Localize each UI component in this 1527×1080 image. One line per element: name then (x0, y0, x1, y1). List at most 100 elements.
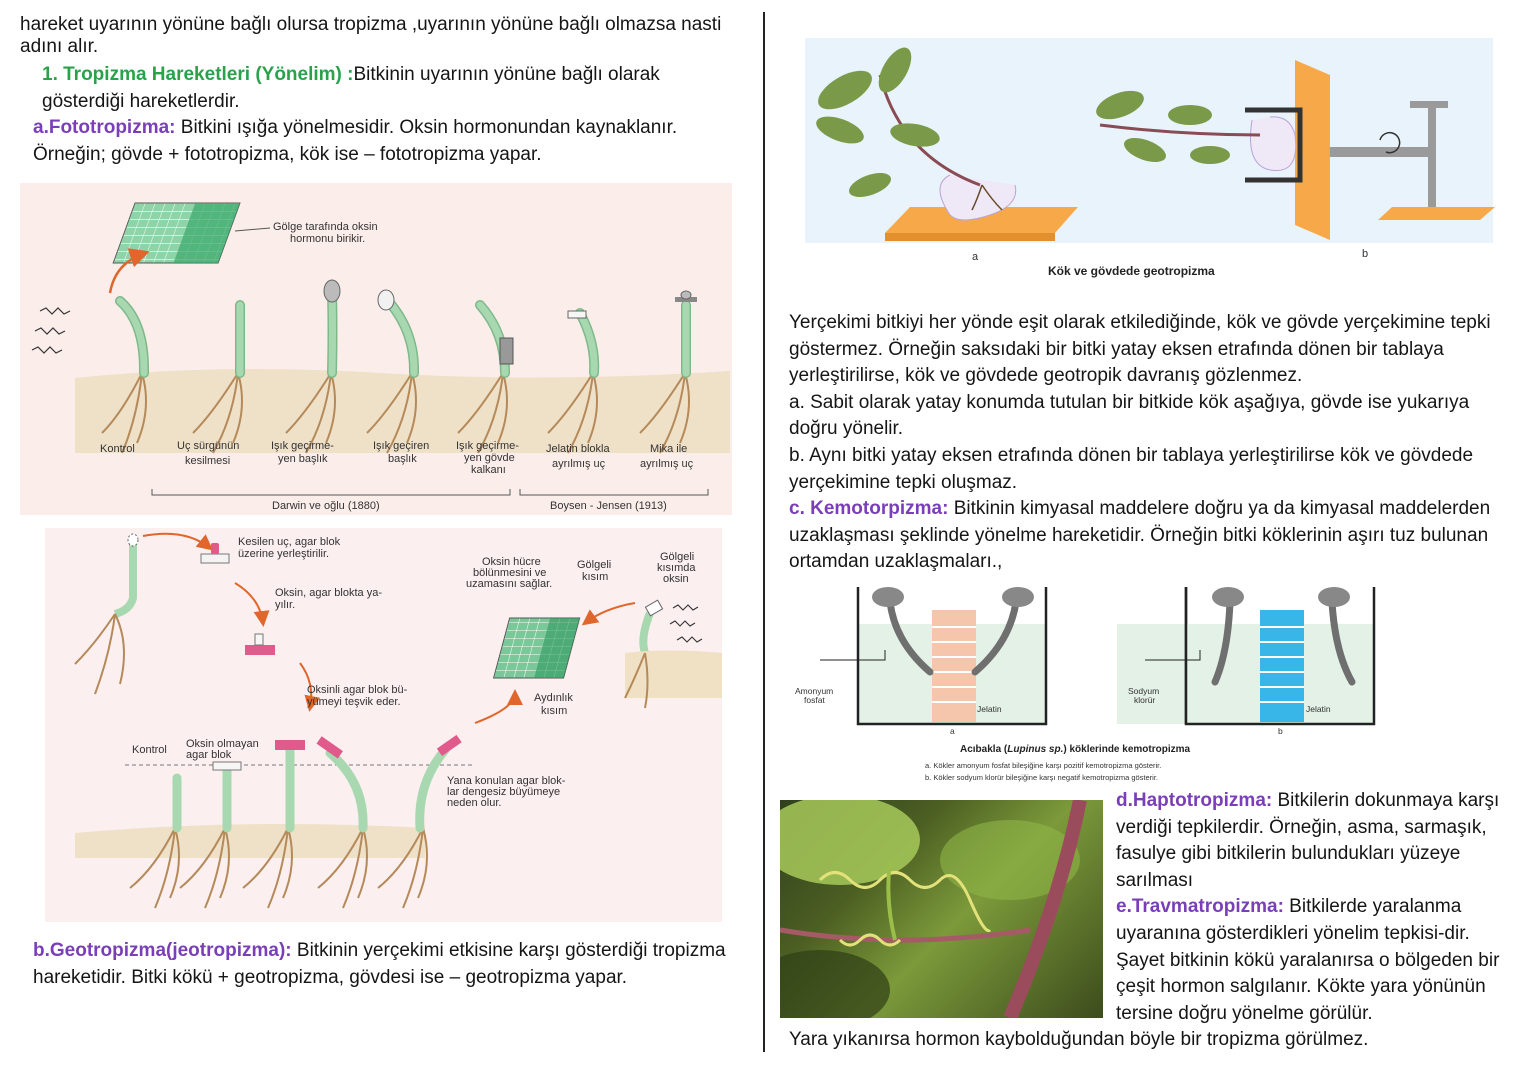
chemotropism-diagram-b: Sodyum klorür Jelatin b (1128, 587, 1376, 736)
tendril-photo (780, 800, 1103, 1018)
svg-text:Işık geçirme-: Işık geçirme- (456, 440, 519, 452)
clear-cap-icon (377, 289, 395, 311)
svg-text:Oksin, agar blokta ya-: Oksin, agar blokta ya- (275, 587, 382, 599)
intro-paragraph: hareket uyarının yönüne bağlı olursa tro… (20, 14, 740, 58)
gel-label-a: Jelatin (977, 704, 1002, 714)
agar-block-figure: Kesilen uç, agar blok üzerine yerleştiri… (45, 528, 722, 922)
tendril-illustration (780, 800, 1087, 1018)
leaves-a (816, 47, 940, 198)
auxin-agar-icon (245, 645, 275, 655)
gelatin-block-icon (567, 310, 587, 319)
svg-text:Amonyum: Amonyum (795, 686, 833, 696)
cell-elongation-grid (492, 617, 581, 679)
svg-text:Mika ile: Mika ile (650, 443, 687, 455)
agar-block-icon (200, 553, 230, 564)
leaves-b (1096, 90, 1230, 164)
svg-text:Işık geçiren: Işık geçiren (373, 440, 429, 452)
shade-callout-line2: hormonu birikir. (290, 233, 365, 245)
haptotropism-heading: d.Haptotropizma: (1116, 790, 1273, 811)
chemotropism-heading: c. Kemotorpizma: (789, 498, 949, 520)
svg-text:Jelatin blokla: Jelatin blokla (546, 443, 610, 455)
label-a: a (972, 251, 979, 263)
svg-text:Kontrol: Kontrol (132, 744, 167, 756)
geotropism-diagram: a b Kök ve gövdede geotropizma (805, 38, 1495, 278)
label-b: b (1362, 248, 1368, 260)
wound-paragraph: Yara yıkanırsa hormon kaybolduğundan böy… (789, 1027, 1509, 1054)
svg-text:Işık geçirme-: Işık geçirme- (271, 440, 334, 452)
svg-text:neden olur.: neden olur. (447, 797, 501, 809)
gravity-text: Yerçekimi bitkiyi her yönde eşit olarak … (789, 312, 1491, 387)
shade-callout-line1: Gölge tarafında oksin (273, 221, 378, 233)
svg-text:uzamasını sağlar.: uzamasını sağlar. (466, 578, 552, 590)
svg-text:yen başlık: yen başlık (278, 453, 328, 465)
opaque-cap-icon (323, 279, 341, 303)
chemotropism-text: Bitkinin kimyasal maddelere doğru ya da … (789, 498, 1491, 573)
svg-text:b: b (1278, 726, 1283, 736)
svg-text:üzerine yerleştirilir.: üzerine yerleştirilir. (238, 548, 329, 560)
svg-text:yümeyi teşvik eder.: yümeyi teşvik eder. (307, 696, 401, 708)
stems-group (115, 288, 691, 378)
geotropism-figure: a b Kök ve gövdede geotropizma (800, 35, 1498, 285)
svg-text:klorür: klorür (1134, 695, 1155, 705)
agar-block-diagram: Kesilen uç, agar blok üzerine yerleştiri… (74, 532, 722, 909)
svg-text:Oksin hücre: Oksin hücre (482, 556, 541, 568)
svg-text:a: a (950, 726, 955, 736)
svg-text:Aydınlık: Aydınlık (534, 692, 573, 704)
intro-text: hareket uyarının yönüne bağlı olursa tro… (20, 14, 722, 57)
svg-text:Oksin olmayan: Oksin olmayan (186, 738, 259, 750)
svg-text:agar blok: agar blok (186, 749, 232, 761)
chemotropism-note-a: a. Kökler amonyum fosfat bileşiğine karş… (925, 761, 1162, 770)
svg-text:kısım: kısım (582, 571, 608, 583)
chemotropism-caption: Acıbakla (Lupinus sp.) köklerinde kemotr… (960, 744, 1191, 755)
boysen-label: Boysen - Jensen (1913) (550, 500, 667, 512)
svg-text:Kesilen uç, agar blok: Kesilen uç, agar blok (238, 536, 341, 548)
light-waves-icon (31, 307, 71, 354)
phototropism-text: Bitkini ışığa yönelmesidir. Oksin hormon… (33, 117, 678, 165)
geotropism-caption: Kök ve gövdede geotropizma (1048, 264, 1215, 278)
phototropism-figure: Gölge tarafında oksin hormonu birikir. (20, 183, 732, 515)
gravity-paragraph: Yerçekimi bitkiyi her yönde eşit olarak … (789, 310, 1509, 576)
fixed-horizontal-text: a. Sabit olarak yatay konumda tutulan bi… (789, 391, 1470, 440)
phototropism-section: a.Fototropizma: Bitkini ışığa yönelmesid… (33, 115, 733, 168)
svg-text:fosfat: fosfat (804, 695, 825, 705)
geotropism-section: b.Geotropizma(jeotropizma): Bitkinin yer… (33, 938, 753, 991)
rotating-tray-text: b. Aynı bitki yatay eksen etrafında döne… (789, 444, 1474, 493)
label-cut2: kesilmesi (185, 455, 230, 467)
svg-text:yen gövde: yen gövde (464, 452, 515, 464)
roots-group (101, 372, 690, 454)
svg-text:kalkanı: kalkanı (471, 464, 506, 476)
svg-text:oksin: oksin (663, 573, 689, 585)
svg-text:lar dengesiz büyümeye: lar dengesiz büyümeye (447, 786, 560, 798)
svg-text:Gölgeli: Gölgeli (577, 559, 611, 571)
traumatropism-text: Bitkilerde yaralanma uyaranına gösterdik… (1116, 896, 1500, 1024)
haptotropism-section: d.Haptotropizma: Bitkilerin dokunmaya ka… (1116, 788, 1506, 1027)
traumatropism-heading: e.Travmatropizma: (1116, 896, 1284, 918)
tropism-section: 1. Tropizma Hareketleri (Yönelim) :Bitki… (42, 62, 732, 115)
chemotropism-figure-b: Sodyum klorür Jelatin b (1120, 582, 1385, 787)
label-cut1: Uç sürgünün (177, 440, 239, 452)
stem-shield-icon (499, 337, 514, 365)
svg-text:Sodyum: Sodyum (1128, 686, 1159, 696)
tropism-text: Bitkinin uyarının yönüne bağlı olarak gö… (42, 64, 660, 112)
geotropism-heading: b.Geotropizma(jeotropizma): (33, 940, 292, 961)
column-divider (763, 12, 765, 1052)
svg-text:ayrılmış uç: ayrılmış uç (552, 458, 606, 470)
label-kontrol: Kontrol (100, 443, 135, 455)
auxin-cell-grid (112, 202, 241, 264)
haptotropism-text: Bitkilerin dokunmaya karşı verdiği tepki… (1116, 790, 1500, 891)
tropism-heading: 1. Tropizma Hareketleri (Yönelim) : (42, 64, 354, 85)
svg-text:ayrılmış uç: ayrılmış uç (640, 458, 694, 470)
svg-text:başlık: başlık (388, 453, 417, 465)
geotropism-text: Bitkinin yerçekimi etkisine karşı göster… (33, 940, 726, 988)
wound-text: Yara yıkanırsa hormon kaybolduğundan böy… (789, 1029, 1369, 1050)
svg-text:Gölgeli: Gölgeli (660, 551, 694, 563)
phototropism-diagram: Gölge tarafında oksin hormonu birikir. (31, 202, 730, 512)
svg-text:kısımda: kısımda (657, 562, 696, 574)
chemotropism-note-b: b. Kökler sodyum klorür bileşiğine karşı… (925, 773, 1159, 782)
svg-text:kısım: kısım (541, 705, 567, 717)
phototropism-heading: a.Fototropizma: (33, 117, 176, 138)
gel-label-b: Jelatin (1306, 704, 1331, 714)
darwin-label: Darwin ve oğlu (1880) (272, 500, 380, 512)
svg-text:yılır.: yılır. (275, 599, 295, 611)
svg-text:Oksinli agar blok bü-: Oksinli agar blok bü- (307, 684, 408, 696)
